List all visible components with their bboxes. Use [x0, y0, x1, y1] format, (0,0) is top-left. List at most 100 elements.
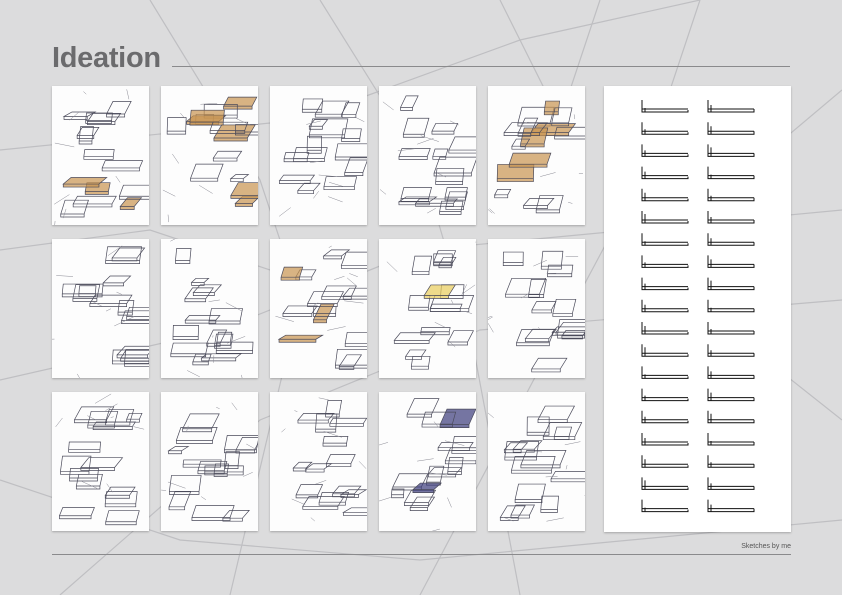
sketch-stroke: [118, 184, 149, 200]
bed-profile: [641, 144, 689, 157]
sketch-line: [318, 397, 329, 401]
sketch-line: [162, 189, 176, 197]
sketch-stroke: [190, 163, 224, 182]
sketch-line: [386, 261, 398, 272]
sketch-line: [294, 410, 298, 412]
sketch-line: [107, 245, 123, 256]
sketch-stroke: [172, 324, 199, 340]
bed-profile: [707, 277, 755, 291]
sketch-line: [488, 316, 493, 321]
sketch-line: [170, 239, 176, 242]
sketch-stroke: [445, 191, 468, 210]
sketch-stroke: [60, 199, 89, 218]
sketch-stroke: [167, 446, 190, 455]
sketch-stroke: [511, 456, 556, 474]
sketch-stroke: [524, 328, 557, 343]
sketch-stroke: [439, 408, 476, 428]
sketch-stroke: [325, 454, 356, 467]
sketch-line: [323, 431, 342, 438]
bed-profile: [707, 477, 755, 490]
sheet-r1-c4: [379, 86, 476, 225]
sketch-stroke: [547, 264, 574, 278]
sketch-line: [349, 273, 358, 277]
sketch-line: [227, 336, 246, 344]
profile-strip: [604, 86, 791, 532]
sketch-stroke: [76, 127, 100, 139]
sketch-stroke: [213, 463, 229, 477]
sketch-stroke: [313, 306, 337, 317]
sketch-line: [521, 121, 529, 125]
sketch-line: [114, 316, 135, 327]
sheet-r2-c1: [52, 239, 149, 378]
sketch-stroke: [553, 426, 573, 440]
sketch-line: [199, 185, 213, 194]
sketch-line: [344, 300, 364, 304]
sketch-stroke: [444, 447, 476, 465]
bed-profile: [707, 122, 755, 135]
sketch-drawing: [386, 241, 476, 370]
sketch-line: [76, 373, 80, 378]
sketch-line: [180, 112, 185, 119]
sketch-stroke: [540, 250, 564, 270]
sketch-stroke: [334, 143, 367, 161]
bed-profile: [641, 122, 689, 135]
sketch-line: [54, 220, 56, 225]
sketch-line: [243, 472, 253, 477]
sketch-stroke: [213, 124, 256, 142]
sketch-stroke: [89, 294, 133, 307]
sketch-line: [225, 302, 243, 312]
sketch-line: [568, 201, 573, 204]
sketch-stroke: [126, 412, 143, 423]
sketch-stroke: [72, 284, 101, 302]
sheet-r1-c2: [161, 86, 258, 225]
sketch-line: [281, 428, 286, 433]
sketch-stroke: [168, 491, 192, 511]
sketch-stroke: [439, 200, 464, 215]
sketch-stroke: [168, 475, 202, 495]
sketch-stroke: [104, 491, 138, 508]
sketch-line: [315, 480, 327, 485]
sketch-stroke: [175, 426, 218, 444]
sketch-stroke: [510, 504, 535, 519]
sketch-line: [450, 299, 454, 304]
sketch-line: [494, 195, 497, 197]
sketch-stroke: [516, 329, 556, 347]
sketch-stroke: [229, 174, 250, 183]
profile-strip-drawing: [641, 100, 755, 513]
sketch-line: [427, 208, 436, 214]
sketch-stroke: [116, 345, 149, 359]
bed-profile: [707, 233, 755, 246]
sketch-stroke: [325, 400, 343, 418]
sketch-line: [231, 402, 238, 411]
sketch-stroke: [304, 463, 333, 473]
sketch-stroke: [68, 441, 101, 453]
sketch-stroke: [542, 422, 583, 441]
sketch-stroke: [494, 189, 512, 199]
sketch-stroke: [222, 96, 258, 110]
bed-profile: [707, 211, 755, 224]
sketch-line: [62, 208, 67, 219]
bed-profile: [641, 211, 689, 224]
sheet-r3-c3: [270, 392, 367, 531]
sketch-stroke: [398, 148, 431, 160]
bed-profile: [707, 344, 755, 357]
sketch-stroke: [104, 409, 135, 426]
sketch-stroke: [429, 303, 463, 312]
title-rule: [172, 66, 790, 67]
bed-profile: [641, 433, 689, 446]
sketch-stroke: [502, 251, 524, 266]
bed-profile: [641, 366, 689, 379]
sketch-line: [379, 189, 387, 195]
sketch-line: [55, 417, 63, 428]
bed-profile: [707, 366, 755, 379]
sketch-stroke: [526, 416, 550, 436]
sketch-line: [334, 275, 345, 280]
sketch-stroke: [75, 473, 103, 490]
sketch-stroke: [277, 334, 324, 343]
sketch-line: [417, 458, 434, 462]
sketch-stroke: [341, 102, 361, 118]
sketch-stroke: [234, 196, 258, 207]
sketch-stroke: [552, 298, 577, 317]
sketch-stroke: [411, 255, 433, 276]
sketch-stroke: [230, 182, 258, 199]
